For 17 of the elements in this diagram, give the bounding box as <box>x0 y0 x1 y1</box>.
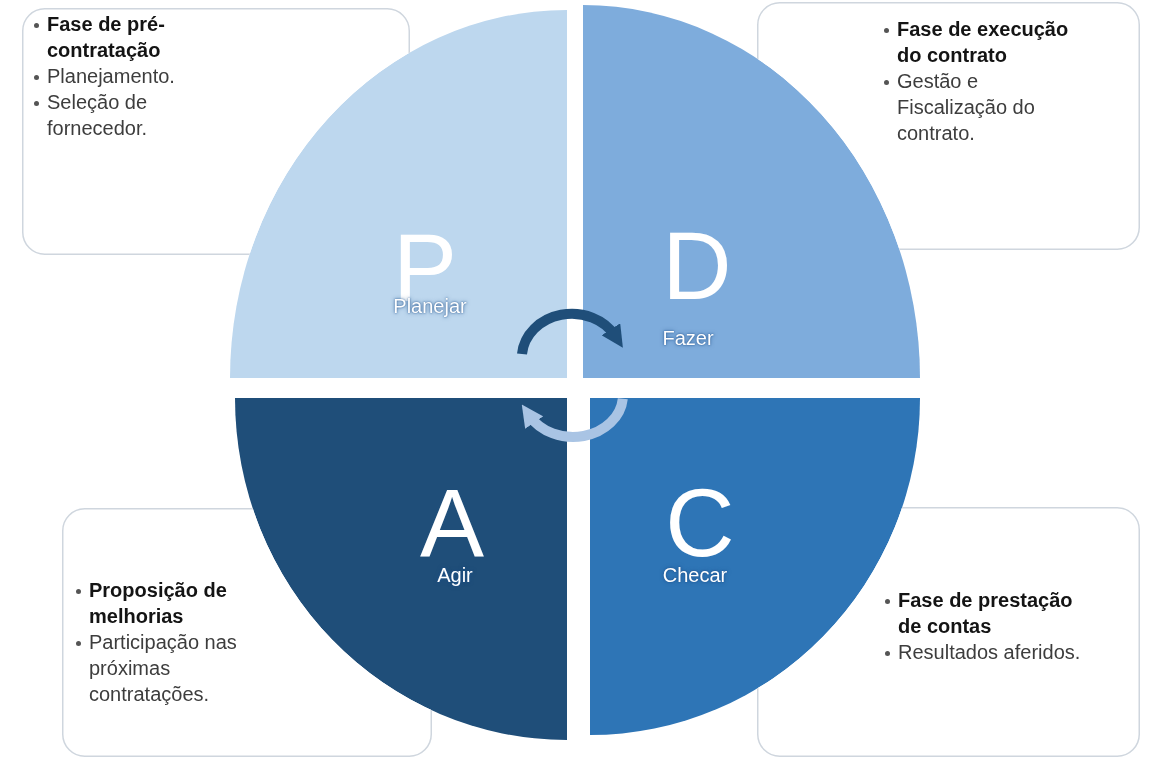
quadrant-label: Fazer <box>662 326 714 350</box>
bullet-text: Resultados aferidos. <box>898 640 1082 665</box>
quadrant-letter: D <box>662 230 732 302</box>
quadrant-letter: A <box>420 487 484 559</box>
curved-arrow <box>517 308 624 355</box>
quadrant-label: Agir <box>437 563 473 587</box>
bullet-text: Planejamento. <box>47 64 176 89</box>
phase-heading: Fase de pré-contratação <box>47 12 166 63</box>
phase-heading: Fase de execução do contrato <box>897 17 1070 68</box>
phase-heading: Proposição de melhorias <box>89 578 228 629</box>
quadrant-label: Checar <box>662 563 728 587</box>
bullet-text: Participação nas próximas contratações. <box>89 630 238 707</box>
bullet-text: Seleção de fornecedor. <box>47 90 149 141</box>
curved-arrow <box>521 397 628 442</box>
phase-heading: Fase de prestação de contas <box>898 588 1074 639</box>
bullet-text: Gestão e Fiscalização do contrato. <box>897 69 1036 146</box>
quadrant-letter: C <box>665 487 735 559</box>
